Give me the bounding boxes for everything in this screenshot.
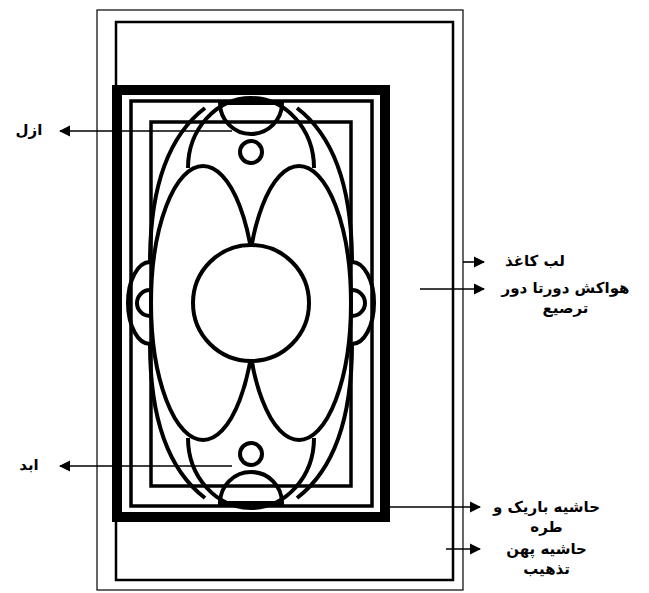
part-label: ازل	[4, 120, 54, 140]
paper-edge	[97, 10, 463, 590]
part-label: لب کاغذ	[490, 251, 580, 271]
part-label: حاشیه باریک و طره	[484, 497, 609, 538]
part-label: حاشیه پهن تذهیب	[484, 539, 609, 580]
thick-frame	[117, 90, 385, 517]
part-label: هواکش دورتا دور ترصیع	[488, 278, 643, 319]
inner-rule	[116, 22, 453, 580]
leader-lines	[60, 131, 484, 549]
frame-rule	[131, 101, 372, 506]
frame-rule	[151, 122, 351, 486]
medallion-pattern	[128, 98, 374, 508]
part-label: ابد	[4, 455, 54, 475]
